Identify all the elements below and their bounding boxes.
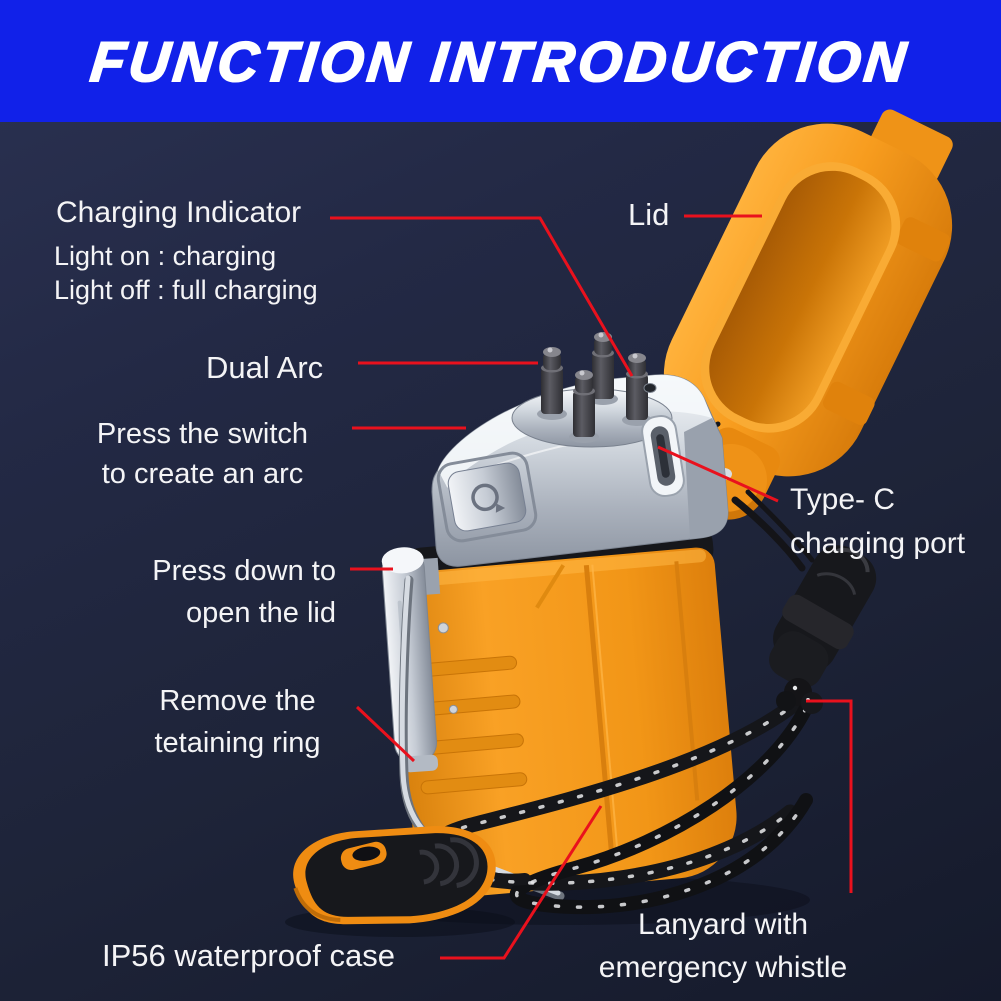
callout-line: to create an arc <box>101 458 304 490</box>
chrome-top <box>431 332 729 567</box>
leader-lines <box>330 214 853 960</box>
callout-line: tetaining ring <box>154 727 321 759</box>
callout-press-switch: Press the switch to create an arc <box>60 414 345 494</box>
callout-charging-indicator: Charging Indicator <box>56 196 302 229</box>
callout-line: Remove the <box>159 685 316 717</box>
callout-retaining-ring: Remove the tetaining ring <box>135 680 340 764</box>
leader-retaining-ring <box>355 705 416 763</box>
side-grip-ridges <box>410 655 528 795</box>
lanyard-buckle <box>731 489 877 688</box>
title-banner: FUNCTION INTRODUCTION <box>0 0 1001 122</box>
callout-press-down: Press down to open the lid <box>80 550 336 634</box>
callout-line: emergency whistle <box>598 951 848 984</box>
leader-ip56 <box>440 805 603 960</box>
arc-electrode <box>537 347 567 420</box>
lid-latch-tab <box>866 109 953 183</box>
lanyard-knot <box>776 678 823 714</box>
leader-charging-indicator <box>330 216 634 377</box>
screw <box>437 622 449 634</box>
callout-line: Press the switch <box>96 418 309 450</box>
callout-line: Type- C <box>790 483 896 516</box>
leader-lanyard <box>806 699 853 893</box>
switch-button <box>436 451 538 543</box>
callout-line: open the lid <box>186 597 336 629</box>
callout-dual-arc: Dual Arc <box>206 350 324 385</box>
whistle <box>293 826 496 925</box>
callout-ip56-case: IP56 waterproof case <box>102 938 395 973</box>
callout-charging-indicator-detail: Light on : charging Light off : full cha… <box>54 239 318 307</box>
callout-line: Lanyard with <box>637 908 809 941</box>
callout-line: charging port <box>790 527 966 560</box>
callout-line: Light off : full charging <box>54 275 318 305</box>
leader-type-c <box>657 445 779 503</box>
usb-c-port <box>641 414 685 498</box>
lid-inner-recess <box>709 170 892 424</box>
screw <box>448 704 458 714</box>
callout-lid: Lid <box>628 197 670 232</box>
callout-line: Press down to <box>152 555 336 587</box>
callout-lanyard-whistle: Lanyard with emergency whistle <box>562 903 884 989</box>
press-clip <box>381 547 441 773</box>
arc-electrode <box>569 370 599 443</box>
charging-indicator-led <box>643 383 657 393</box>
callout-type-c-port: Type- C charging port <box>790 478 965 566</box>
callout-line: Light on : charging <box>54 241 277 271</box>
